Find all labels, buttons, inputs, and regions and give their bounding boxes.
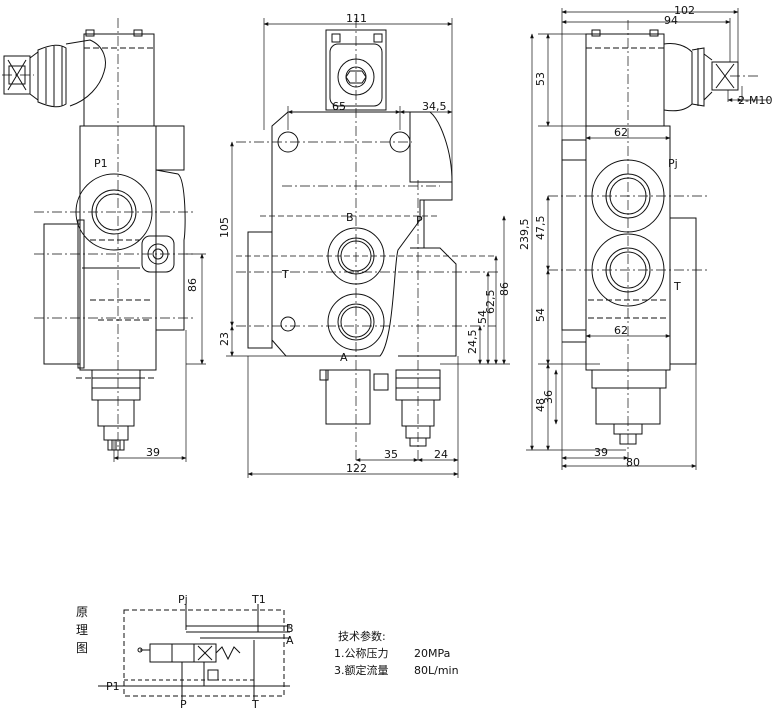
front-dim-24: 24 [434, 448, 448, 461]
valve-body-left [43, 125, 186, 379]
front-dim-62-5: 62,5 [484, 290, 497, 315]
schematic-title-char-2: 理 [76, 623, 88, 637]
technical-parameters: 技术参数: 1.公称压力 20MPa 3.额定流量 80L/min [334, 629, 459, 677]
right-dim-62-top: 62 [614, 126, 628, 139]
schematic-title: 原 理 图 [76, 605, 88, 655]
right-dim-239-5: 239,5 [518, 219, 531, 251]
spec-item-1-value: 20MPa [414, 647, 450, 660]
front-dim-35: 35 [384, 448, 398, 461]
schematic-port-t: T [251, 698, 259, 710]
left-side-view [2, 18, 206, 462]
hydraulic-schematic [98, 604, 290, 700]
right-dim-94: 94 [664, 14, 678, 27]
front-dim-24-5: 24,5 [466, 330, 479, 355]
front-view [226, 18, 510, 478]
right-dim-53: 53 [534, 72, 547, 86]
right-dim-54: 54 [534, 308, 547, 322]
front-port-b-label: B [346, 211, 354, 224]
front-dim-23: 23 [218, 332, 231, 346]
front-dim-65: 65 [332, 100, 346, 113]
front-valve-body [247, 111, 457, 357]
schematic-port-p1: P1 [106, 680, 120, 693]
left-dim-39: 39 [146, 446, 160, 459]
right-dim-39: 39 [594, 446, 608, 459]
right-bottom-parts [591, 369, 667, 445]
spec-item-2-value: 80L/min [414, 664, 459, 677]
schematic-port-pj: Pj [178, 593, 188, 606]
front-port-p-label: P [416, 214, 423, 227]
left-dim-86: 86 [186, 278, 199, 292]
schematic-title-char-1: 原 [76, 605, 88, 619]
solenoid-coil [3, 29, 155, 127]
schematic-port-b: B [286, 622, 294, 635]
specs-heading: 技术参数: [338, 629, 386, 643]
front-dim-111: 111 [346, 12, 367, 25]
left-port-p1-label: P1 [94, 157, 108, 170]
schematic-port-a: A [286, 634, 294, 647]
right-dim-62-bottom: 62 [614, 324, 628, 337]
front-dim-54: 54 [476, 310, 489, 324]
right-port-pj-label: Pj [668, 157, 678, 170]
spec-item-1-label: 1.公称压力 [334, 646, 389, 660]
right-dim-36: 36 [542, 390, 555, 404]
front-port-a-label: A [340, 351, 348, 364]
front-bottom-parts [319, 369, 441, 447]
front-dim-34-5: 34,5 [422, 100, 447, 113]
right-port-t-label: T [673, 280, 681, 293]
schematic-port-p: P [180, 698, 187, 710]
front-dim-86: 86 [498, 282, 511, 296]
right-side-view [526, 8, 770, 470]
right-dim-48: 48 [534, 398, 547, 412]
right-thread-2-m10: 2-M10 [738, 94, 772, 107]
schematic-title-char-3: 图 [76, 641, 88, 655]
spec-item-2-label: 3.额定流量 [334, 663, 389, 677]
front-port-t-label: T [281, 268, 289, 281]
front-dim-105: 105 [218, 217, 231, 238]
schematic-port-t1: T1 [251, 593, 266, 606]
front-dim-122: 122 [346, 462, 367, 475]
relief-valve-left [91, 369, 141, 451]
right-dim-80: 80 [626, 456, 640, 469]
right-dim-47-5: 47,5 [534, 216, 547, 241]
right-dim-102: 102 [674, 4, 695, 17]
right-solenoid [585, 29, 739, 127]
